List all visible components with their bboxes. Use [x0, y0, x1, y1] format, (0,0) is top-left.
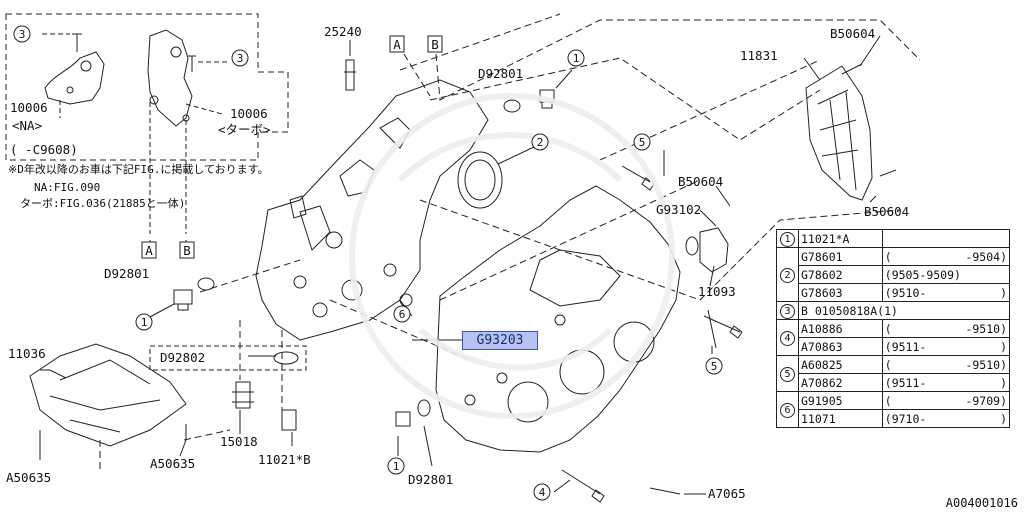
- parts-table-date-range: [881, 229, 1011, 248]
- inset-label-10006-turbo: 10006: [230, 106, 268, 121]
- fig-note-line1: ※D年改以降のお車は下記FIG.に掲載しております。: [8, 163, 269, 176]
- parts-table-part-number[interactable]: A10886: [798, 319, 883, 338]
- parts-table-part-number[interactable]: A70862: [798, 373, 883, 392]
- marker-b-top: B: [431, 37, 439, 52]
- watermark: [349, 93, 675, 419]
- highlighted-part-g93203[interactable]: G93203: [462, 331, 538, 350]
- parts-table-index: 4: [776, 319, 799, 356]
- callout-4: 4: [539, 486, 546, 499]
- parts-table-date-range: (-9510): [881, 355, 1011, 374]
- parts-table-row: A70862(9511-): [777, 373, 1011, 392]
- parts-table-date-range: (9505-9509): [881, 265, 1011, 284]
- parts-table-date-range: (-9709): [881, 391, 1011, 410]
- parts-table-row: A70863(9511-): [777, 337, 1011, 356]
- diagram-reference-number: A004001016: [945, 496, 1018, 510]
- label-d92801-top: D92801: [478, 66, 523, 81]
- label-11831: 11831: [740, 48, 778, 63]
- inset-label-turbo: <ターボ>: [218, 122, 271, 137]
- callout-circle: 2: [780, 267, 795, 283]
- parts-table-date-range: (9510-): [881, 283, 1011, 302]
- parts-table-part-number[interactable]: G78602: [798, 265, 883, 284]
- parts-table-part-number[interactable]: A60825: [798, 355, 883, 374]
- marker-a-inset: A: [145, 243, 153, 258]
- parts-table-date-range: (-9510): [881, 319, 1011, 338]
- label-a7065: A7065: [708, 486, 746, 501]
- parts-table-date-range: (9511-): [881, 373, 1011, 392]
- fig-note-line2: NA:FIG.090: [34, 181, 101, 194]
- cover-11831: [805, 65, 873, 201]
- callout-circle: 3: [780, 303, 795, 319]
- callout-2: 2: [537, 136, 544, 149]
- label-11036: 11036: [8, 346, 46, 361]
- parts-table-index: 1: [776, 229, 799, 248]
- parts-table-index: 6: [776, 391, 799, 428]
- parts-table-part-number[interactable]: G78601: [798, 247, 883, 266]
- label-11093: 11093: [698, 284, 736, 299]
- label-25240: 25240: [324, 24, 362, 39]
- marker-a-top: A: [393, 37, 401, 52]
- parts-table-index: 5: [776, 355, 799, 392]
- callout-circle: 4: [780, 330, 795, 346]
- marker-b-inset: B: [183, 243, 191, 258]
- fig-note-line3: ターボ:FIG.036(21885と一体): [20, 197, 186, 210]
- label-a50635-mid: A50635: [150, 456, 195, 471]
- callout-6: 6: [399, 308, 406, 321]
- label-d92802: D92802: [160, 350, 205, 365]
- label-b50604-top: B50604: [830, 26, 875, 41]
- parts-table-part-number[interactable]: G78603: [798, 283, 883, 302]
- parts-table-part-number[interactable]: A70863: [798, 337, 883, 356]
- parts-table-part-number[interactable]: G91905: [798, 391, 883, 410]
- callout-circle: 5: [780, 366, 795, 382]
- inset-frame: [5, 13, 289, 161]
- callout-5-right: 5: [711, 360, 718, 373]
- inset-label-10006-na: 10006: [10, 100, 48, 115]
- crankcase-left: [255, 79, 489, 341]
- callout-3-b: 3: [237, 52, 244, 65]
- parts-table-date-range: (-9504): [881, 247, 1011, 266]
- parts-table-index: 3: [776, 301, 799, 320]
- label-11021b: 11021*B: [258, 452, 311, 467]
- label-d92801-bot: D92801: [408, 472, 453, 487]
- parts-table-date-range: (9710-): [881, 409, 1011, 428]
- label-b50604-bot: B50604: [864, 204, 909, 219]
- parts-table-row: G78602(9505-9509): [777, 265, 1011, 284]
- inset-label-na: <NA>: [12, 118, 42, 133]
- label-b50604-mid: B50604: [678, 174, 723, 189]
- callout-1-left: 1: [141, 316, 148, 329]
- cover-11036: [29, 343, 187, 447]
- callout-circle: 6: [780, 402, 795, 418]
- parts-table-part-number[interactable]: 11071: [798, 409, 883, 428]
- parts-table-row: 11071(9710-): [777, 409, 1011, 428]
- callout-circle: 1: [780, 231, 795, 247]
- crankcase-right: [435, 185, 681, 453]
- callout-5-top: 5: [639, 136, 646, 149]
- parts-table-index: 2: [776, 247, 799, 302]
- label-15018: 15018: [220, 434, 258, 449]
- inset-bracket-na: [44, 51, 105, 105]
- inset-bracket-turbo: [147, 29, 193, 127]
- parts-table-part-number[interactable]: 11021*A: [798, 229, 883, 248]
- label-g93102: G93102: [656, 202, 701, 217]
- parts-table-date-range: (9511-): [881, 337, 1011, 356]
- callout-3-a: 3: [19, 28, 26, 41]
- callout-1-top: 1: [573, 52, 580, 65]
- inset-label-range: ( -C9608): [10, 142, 78, 157]
- label-a50635-left: A50635: [6, 470, 51, 485]
- parts-table-row: G78603(9510-): [777, 283, 1011, 302]
- parts-table-part-number[interactable]: B 01050818A(1): [798, 301, 1010, 320]
- callout-1-bottom: 1: [393, 460, 400, 473]
- label-d92801-left: D92801: [104, 266, 149, 281]
